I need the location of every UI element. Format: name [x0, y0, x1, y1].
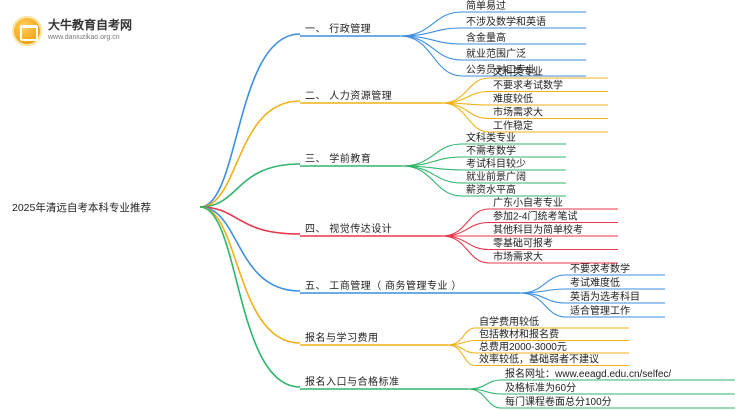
leaf-connector [467, 379, 502, 390]
leaf-label: 其他科目为简单校考 [493, 223, 583, 236]
leaf-label: 不要求考试数学 [493, 79, 563, 92]
leaf-connector [447, 344, 476, 354]
leaf-connector [447, 327, 476, 346]
leaf-label: 就业范围广泛 [466, 47, 526, 60]
leaf-connector [447, 344, 476, 367]
leaf-connector [519, 292, 567, 318]
branch-connector [199, 206, 301, 388]
leaf-connector [401, 165, 463, 197]
leaf-label: 不涉及数学和英语 [466, 15, 546, 28]
leaf-label: 市场需求大 [493, 106, 543, 119]
leaf-label: 零基础可报考 [493, 237, 553, 250]
branch-connector [199, 163, 301, 208]
leaf-label: 难度较低 [493, 92, 533, 105]
root-topic: 2025年清远自考本科专业推荐 [12, 201, 151, 214]
branch-label: 一、 行政管理 [305, 22, 371, 35]
leaf-connector [401, 143, 463, 167]
leaf-label: 报名网址：www.eeagd.edu.cn/selfec/ [505, 367, 671, 380]
branch-label: 四、 视觉传达设计 [305, 222, 392, 235]
leaf-connector [519, 292, 567, 304]
leaf-connector [447, 339, 476, 346]
leaf-connector [519, 274, 567, 294]
branch-connector [199, 206, 301, 235]
branch-label: 二、 人力资源管理 [305, 89, 392, 102]
leaf-label: 效率较低，基础弱者不建议 [479, 353, 599, 366]
logo-title: 大牛教育自考网 [48, 18, 133, 32]
leaf-connector [441, 77, 490, 104]
leaf-label: 参加2-4门统考笔试 [493, 210, 577, 223]
leaf-label: 含金量高 [466, 31, 506, 44]
leaf-label: 考试难度低 [570, 276, 620, 289]
leaf-connector [519, 288, 567, 294]
branch-label: 五、 工商管理（ 商务管理专业 ） [305, 279, 462, 292]
branch-connector [199, 206, 301, 344]
leaf-label: 薪资水平高 [466, 183, 516, 196]
graduation-cap-icon [12, 16, 42, 46]
leaf-label: 就业前景广阔 [466, 170, 526, 183]
leaf-label: 公务员对口专业 [466, 63, 536, 76]
leaf-label: 文科类专业 [466, 131, 516, 144]
leaf-label: 适合管理工作 [570, 304, 630, 317]
leaf-label: 包括教材和报名费 [479, 328, 559, 341]
leaf-connector [467, 388, 502, 409]
leaf-label: 每门课程卷面总分100分 [505, 395, 612, 408]
leaf-label: 及格标准为60分 [505, 381, 576, 394]
logo-url: www.daniuzikao.org.cn [48, 34, 120, 41]
branch-label: 报名与学习费用 [305, 331, 379, 344]
leaf-label: 不需考数学 [466, 144, 516, 157]
leaf-connector [401, 156, 463, 167]
leaf-label: 不要求考数学 [570, 262, 630, 275]
leaf-label: 广东小自考专业 [493, 196, 563, 209]
leaf-label: 简单易过 [466, 0, 506, 12]
leaf-label: 考试科目较少 [466, 157, 526, 170]
leaf-label: 总费用2000-3000元 [479, 340, 567, 353]
leaf-connector [441, 90, 490, 104]
leaf-connector [401, 165, 463, 184]
branch-label: 报名入口与合格标准 [305, 375, 400, 388]
leaf-connector [441, 208, 490, 237]
leaf-label: 英语为选考科目 [570, 290, 640, 303]
leaf-connector [399, 35, 463, 77]
leaf-connector [441, 235, 490, 264]
leaf-label: 工作稳定 [493, 119, 533, 132]
site-logo: 大牛教育自考网 www.daniuzikao.org.cn [12, 12, 172, 48]
leaf-connector [441, 102, 490, 133]
leaf-label: 自学费用较低 [479, 315, 539, 328]
branch-connector [199, 100, 301, 208]
branch-connector [199, 206, 301, 292]
branch-label: 三、 学前教育 [305, 152, 371, 165]
leaf-label: 文科类专业 [493, 65, 543, 78]
branch-connector [199, 33, 301, 208]
leaf-label: 市场需求大 [493, 250, 543, 263]
